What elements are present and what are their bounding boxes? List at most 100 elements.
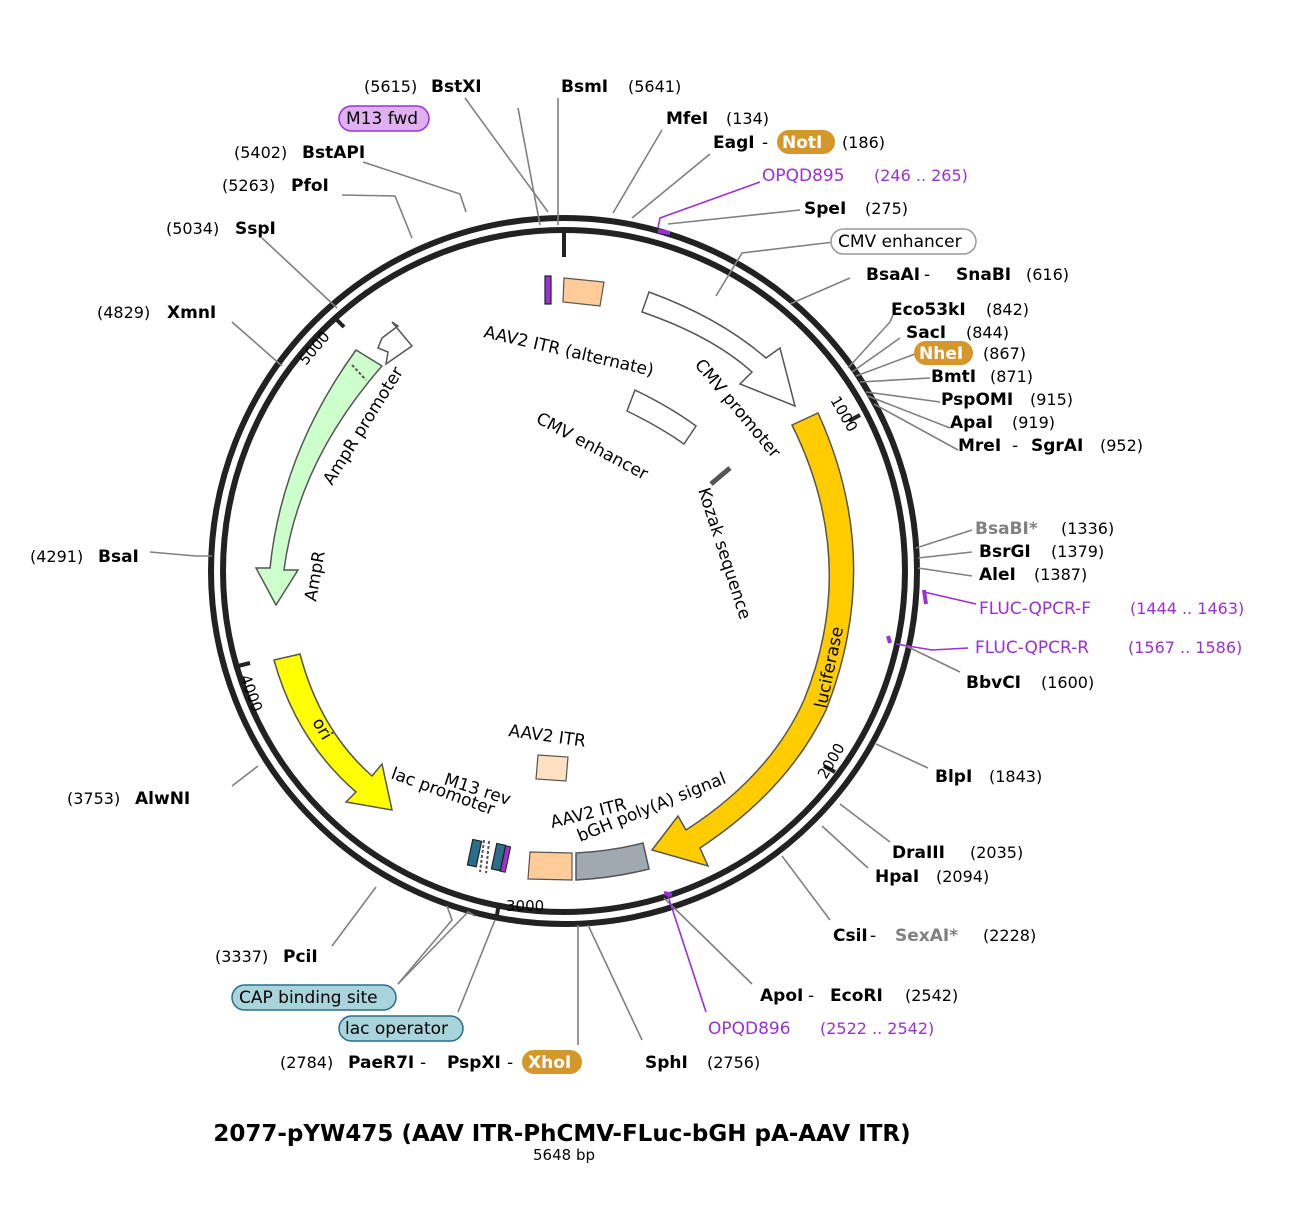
site-mfei-name: MfeI (666, 109, 708, 129)
site-alei-pos: (1387) (1034, 565, 1087, 584)
feature-lac-promoter[interactable]: M13 rev lac promoter (388, 764, 513, 874)
site-alwni[interactable]: (3753) AlwNI (67, 789, 190, 809)
site-paer7i-pspxi-xhoi[interactable]: (2784) PaeR7I - PspXI - XhoI (280, 1050, 582, 1074)
feature-bubble-m13-fwd-label: M13 fwd (346, 109, 418, 129)
plasmid-length: 5648 bp (533, 1146, 595, 1164)
site-bstapi-pos: (5402) (234, 143, 287, 162)
site-bmti-name: BmtI (931, 367, 976, 387)
site-bsrgi-name: BsrGI (979, 542, 1031, 562)
site-noti-name: NotI (782, 133, 822, 153)
site-sphi[interactable]: SphI (2756) (645, 1053, 760, 1073)
site-bsmi[interactable]: BsmI (5641) (561, 77, 681, 97)
feature-cmv-enhancer[interactable]: CMV enhancer (533, 388, 698, 485)
site-apoi-name: ApoI (760, 986, 803, 1006)
feature-bubble-m13-fwd[interactable]: M13 fwd (338, 105, 430, 132)
site-eagi-noti[interactable]: EagI - NotI (186) (713, 130, 885, 154)
feature-aav2-itr-inner[interactable]: AAV2 ITR (507, 721, 587, 782)
site-bsaai-pos: (616) (1026, 265, 1069, 284)
site-bsai[interactable]: (4291) BsaI (30, 547, 139, 567)
primer-fluc-f-name: FLUC-QPCR-F (979, 599, 1091, 619)
site-paer7i-pos: (2784) (280, 1053, 333, 1072)
feature-label-kozak: Kozak sequence (693, 485, 754, 622)
site-sspi-pos: (5034) (166, 219, 219, 238)
site-apoi-sep: - (808, 986, 814, 1006)
site-bmti-pos: (871) (990, 367, 1033, 386)
site-bsabi-pos: (1336) (1061, 519, 1114, 538)
primer-opqd896[interactable]: OPQD896 (2522 .. 2542) (708, 1019, 934, 1039)
site-apai-pos: (919) (1012, 413, 1055, 432)
site-apoi-ecori[interactable]: ApoI - EcoRI (2542) (760, 986, 958, 1006)
site-mfei[interactable]: MfeI (134) (666, 109, 769, 129)
site-eagi-sep: - (762, 133, 768, 153)
site-csii-pos: (2228) (983, 926, 1036, 945)
site-sgrai-name: SgrAI (1031, 436, 1083, 456)
site-blpi-pos: (1843) (989, 767, 1042, 786)
site-paer7i-name: PaeR7I (348, 1053, 414, 1073)
site-bstxi-pos: (5615) (364, 77, 417, 96)
feature-cmv-promoter[interactable]: CMV promoter (641, 291, 797, 462)
site-mrei-sgrai[interactable]: MreI - SgrAI (952) (958, 436, 1143, 456)
site-pfoi[interactable]: (5263) PfoI (222, 176, 329, 196)
feature-bubble-lac-operator[interactable]: lac operator (338, 1015, 464, 1042)
site-nhei[interactable]: NheI (867) (914, 341, 1026, 365)
site-bstapi[interactable]: (5402) BstAPI (234, 143, 365, 163)
feature-label-cmv-enhancer: CMV enhancer (533, 409, 652, 485)
site-bsrgi[interactable]: BsrGI (1379) (979, 542, 1104, 562)
feature-kozak[interactable]: Kozak sequence (693, 466, 755, 622)
site-bsaai-snabi[interactable]: BsaAI - SnaBI (616) (866, 265, 1069, 285)
site-xmni-name: XmnI (167, 303, 216, 323)
site-hpai-name: HpaI (875, 867, 919, 887)
site-draiii-pos: (2035) (970, 843, 1023, 862)
site-alei[interactable]: AleI (1387) (979, 565, 1087, 585)
site-eco53ki[interactable]: Eco53kI (842) (891, 300, 1029, 320)
feature-bubble-cap-binding-site[interactable]: CAP binding site (231, 984, 397, 1011)
site-bstxi[interactable]: (5615) BstXI (364, 77, 482, 97)
site-xmni[interactable]: (4829) XmnI (97, 303, 216, 323)
site-nhei-pos: (867) (983, 344, 1026, 363)
site-bsaai-sep: - (924, 265, 930, 285)
site-saci[interactable]: SacI (844) (906, 323, 1009, 343)
tick-marks (237, 229, 861, 916)
primer-opqd895[interactable]: OPQD895 (246 .. 265) (762, 166, 968, 186)
primer-fluc-qpcr-f[interactable]: FLUC-QPCR-F (1444 .. 1463) (979, 599, 1244, 619)
site-pfoi-pos: (5263) (222, 176, 275, 195)
site-eco53ki-name: Eco53kI (891, 300, 966, 320)
site-apai[interactable]: ApaI (919) (950, 413, 1055, 433)
feature-bubble-cmv-enhancer[interactable]: CMV enhancer (830, 228, 977, 255)
site-bsabi[interactable]: BsaBI* (1336) (975, 519, 1114, 539)
primer-opqd895-pos: (246 .. 265) (874, 166, 968, 185)
site-csii-sexai[interactable]: CsiI - SexAI* (2228) (833, 926, 1036, 946)
tick-2000: 2000 (814, 740, 849, 782)
site-pcii-name: PciI (283, 947, 318, 967)
site-blpi[interactable]: BlpI (1843) (935, 767, 1042, 787)
feature-aav2-itr-alternate[interactable]: AAV2 ITR (alternate) (482, 275, 656, 381)
plasmid-title: 2077-pYW475 (AAV ITR-PhCMV-FLuc-bGH pA-A… (213, 1121, 910, 1147)
feature-ampr-promoter[interactable] (377, 321, 414, 366)
site-xhoi-name: XhoI (528, 1053, 571, 1073)
feature-ori[interactable]: ori (273, 653, 393, 811)
site-hpai-pos: (2094) (936, 867, 989, 886)
site-pcii[interactable]: (3337) PciI (215, 947, 318, 967)
site-bmti[interactable]: BmtI (871) (931, 367, 1033, 387)
site-spei[interactable]: SpeI (275) (804, 199, 908, 219)
primer-opqd896-pos: (2522 .. 2542) (820, 1019, 934, 1038)
site-sspi[interactable]: (5034) SspI (166, 219, 276, 239)
site-spei-name: SpeI (804, 199, 846, 219)
site-sspi-name: SspI (235, 219, 276, 239)
leader-lines (149, 97, 973, 1045)
site-bsmi-pos: (5641) (628, 77, 681, 96)
primer-fluc-qpcr-r[interactable]: FLUC-QPCR-R (1567 .. 1586) (975, 638, 1242, 658)
feature-label-ampr: AmpR (301, 549, 330, 603)
tick-3000: 3000 (506, 897, 544, 915)
site-bbvci[interactable]: BbvCI (1600) (966, 673, 1094, 693)
site-bsrgi-pos: (1379) (1051, 542, 1104, 561)
site-hpai[interactable]: HpaI (2094) (875, 867, 989, 887)
site-paer7i-sep: - (420, 1053, 426, 1073)
site-bsmi-name: BsmI (561, 77, 608, 97)
site-mrei-sep: - (1012, 436, 1018, 456)
site-pspomi-pos: (915) (1030, 390, 1073, 409)
site-pspomi[interactable]: PspOMI (915) (941, 390, 1073, 410)
primer-fluc-r-pos: (1567 .. 1586) (1128, 638, 1242, 657)
site-draiii[interactable]: DraIII (2035) (892, 843, 1023, 863)
